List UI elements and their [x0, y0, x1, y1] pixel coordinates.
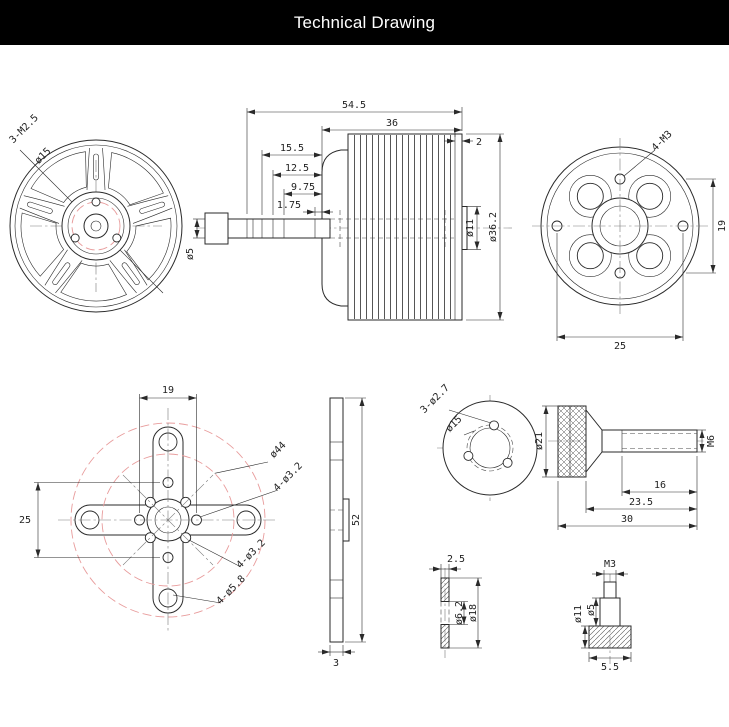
dim-overall-length-label: 54.5 — [342, 100, 366, 111]
dim-washer-thickness-label: 2.5 — [447, 554, 465, 565]
motor-front-view: 3-M2.5 ø15 — [0, 113, 192, 330]
motor-rear-view: 4-M3 19 25 — [532, 129, 728, 352]
dim-front-hub-dia-label: ø15 — [33, 146, 54, 167]
dim-boss-dia-label: ø11 — [465, 219, 476, 237]
dim-nut-thread-label: M3 — [604, 559, 616, 570]
washer-section-view: 2.5 ø6.2 ø18 — [429, 554, 482, 658]
dim-front-mount-holes-label: 3-M2.5 — [8, 113, 41, 146]
dim-shaft-len-c-label: 9.75 — [291, 182, 315, 193]
technical-drawing-canvas: 3-M2.5 ø15 — [0, 100, 728, 673]
dim-nut-body-dia-label: ø5 — [586, 604, 597, 616]
dim-shaft-len-d-label: 1.75 — [277, 200, 301, 211]
dim-body-length-label: 36 — [386, 118, 398, 129]
title-bar: Technical Drawing — [0, 0, 729, 45]
dim-mount-circle-dia-label: ø44 — [268, 440, 289, 461]
dim-mount-inner-holes-label: 4-ø3.2 — [272, 461, 305, 494]
dim-washer-outer-dia-label: ø18 — [468, 604, 479, 622]
dim-body-dia-label: ø36.2 — [488, 212, 499, 242]
dim-mount-diagonal-holes-label: 4-ø3.2 — [235, 538, 268, 571]
dim-adapter-collet-dia-label: ø21 — [534, 432, 545, 450]
dim-shaft-len-b-label: 12.5 — [285, 163, 309, 174]
dim-adapter-overall-length-label: 30 — [621, 514, 633, 525]
prop-adapter-view: ø21 M6 16 23.5 30 — [534, 405, 717, 530]
prop-nut-view: M3 ø11 ø5 5.5 — [573, 559, 632, 673]
dim-nut-head-height-label: 5.5 — [601, 662, 619, 673]
shaft-flange-view: 3-ø2.7 ø15 — [419, 383, 543, 501]
dim-rear-spacing-h-label: 25 — [614, 341, 626, 352]
dim-mount-spacing-v-label: 25 — [19, 515, 31, 526]
mount-front-view: 19 25 ø44 4-ø3.2 4-ø3.2 4-ø5.8 — [19, 385, 305, 632]
dim-adapter-shaft-length-label: 23.5 — [629, 497, 653, 508]
dim-flange-holes-label: 3-ø2.7 — [419, 383, 452, 416]
mount-side-view: 52 3 — [318, 397, 366, 669]
dim-adapter-thread-length-label: 16 — [654, 480, 666, 491]
dim-end-step-label: 2 — [476, 137, 482, 148]
dim-mount-end-holes-label: 4-ø5.8 — [215, 574, 248, 607]
dim-rear-spacing-v-label: 19 — [717, 220, 728, 232]
dim-shaft-dia-label: ø5 — [185, 248, 196, 260]
dim-shaft-len-a-label: 15.5 — [280, 143, 304, 154]
dim-rear-mount-holes-label: 4-M3 — [650, 129, 675, 154]
dim-mount-spacing-h-label: 19 — [162, 385, 174, 396]
dim-mount-thickness-label: 3 — [333, 658, 339, 669]
dim-nut-head-dia-label: ø11 — [573, 605, 584, 623]
page-title: Technical Drawing — [293, 12, 436, 32]
dim-mount-length-label: 52 — [351, 514, 362, 526]
dim-washer-inner-dia-label: ø6.2 — [454, 601, 465, 625]
dim-adapter-thread-label: M6 — [706, 435, 717, 447]
motor-side-view: 54.5 36 15.5 12.5 9.75 1.75 2 — [185, 100, 512, 321]
